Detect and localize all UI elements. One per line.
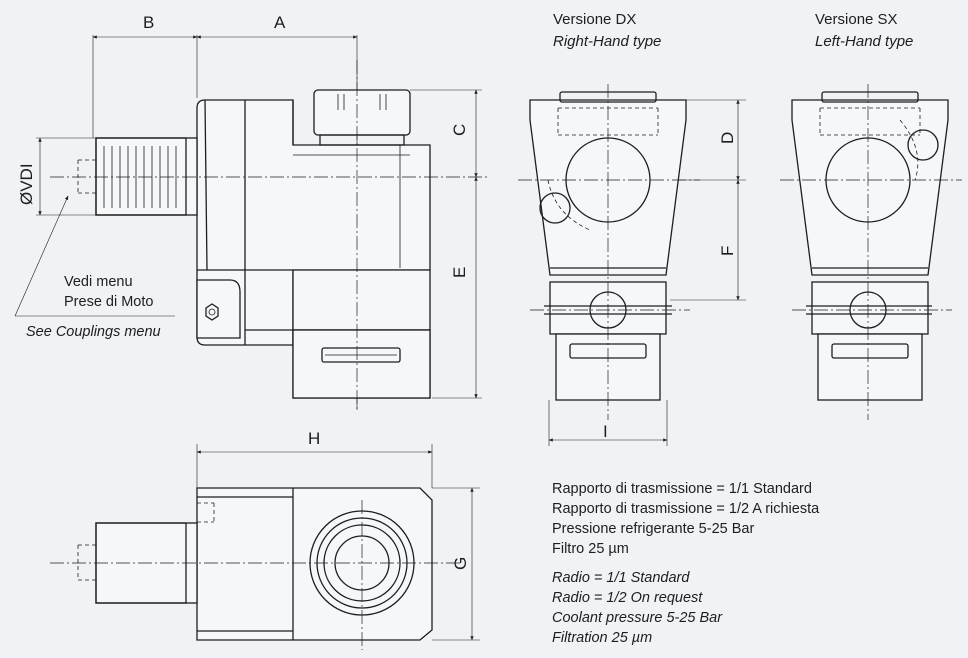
sx-title: Versione SX — [815, 11, 898, 28]
dx-view — [518, 84, 746, 446]
dim-a-label: A — [274, 13, 286, 32]
dim-i-label: I — [603, 422, 608, 441]
dim-d-label: D — [718, 132, 737, 144]
note-it-line: Filtro 25 µm — [552, 541, 629, 557]
dim-c-label: C — [450, 124, 469, 136]
dim-f-label: F — [718, 246, 737, 256]
callout-line-1: Vedi menu — [64, 274, 133, 290]
dim-vdi-label: ØVDI — [17, 163, 36, 205]
dim-b-label: B — [143, 13, 154, 32]
dim-g-label: G — [451, 557, 470, 570]
callout-line-3: See Couplings menu — [26, 324, 161, 340]
dim-h-label: H — [308, 429, 320, 448]
note-it-line: Pressione refrigerante 5-25 Bar — [552, 521, 754, 537]
sx-view — [780, 84, 962, 420]
note-it-line: Rapporto di trasmissione = 1/2 A richies… — [552, 501, 820, 517]
side-view — [14, 35, 490, 410]
sx-subtitle: Left-Hand type — [815, 33, 913, 50]
note-en-line: Radio = 1/1 Standard — [552, 570, 690, 586]
note-en-line: Coolant pressure 5-25 Bar — [552, 610, 723, 626]
dx-subtitle: Right-Hand type — [553, 33, 661, 50]
dx-title: Versione DX — [553, 11, 636, 28]
notes-english: Radio = 1/1 Standard Radio = 1/2 On requ… — [552, 570, 723, 646]
notes-italian: Rapporto di trasmissione = 1/1 Standard … — [552, 481, 820, 557]
note-en-line: Radio = 1/2 On request — [552, 590, 703, 606]
top-view — [50, 444, 480, 650]
note-en-line: Filtration 25 µm — [552, 630, 652, 646]
dim-e-label: E — [450, 267, 469, 278]
callout-line-2: Prese di Moto — [64, 294, 153, 310]
note-it-line: Rapporto di trasmissione = 1/1 Standard — [552, 481, 812, 497]
